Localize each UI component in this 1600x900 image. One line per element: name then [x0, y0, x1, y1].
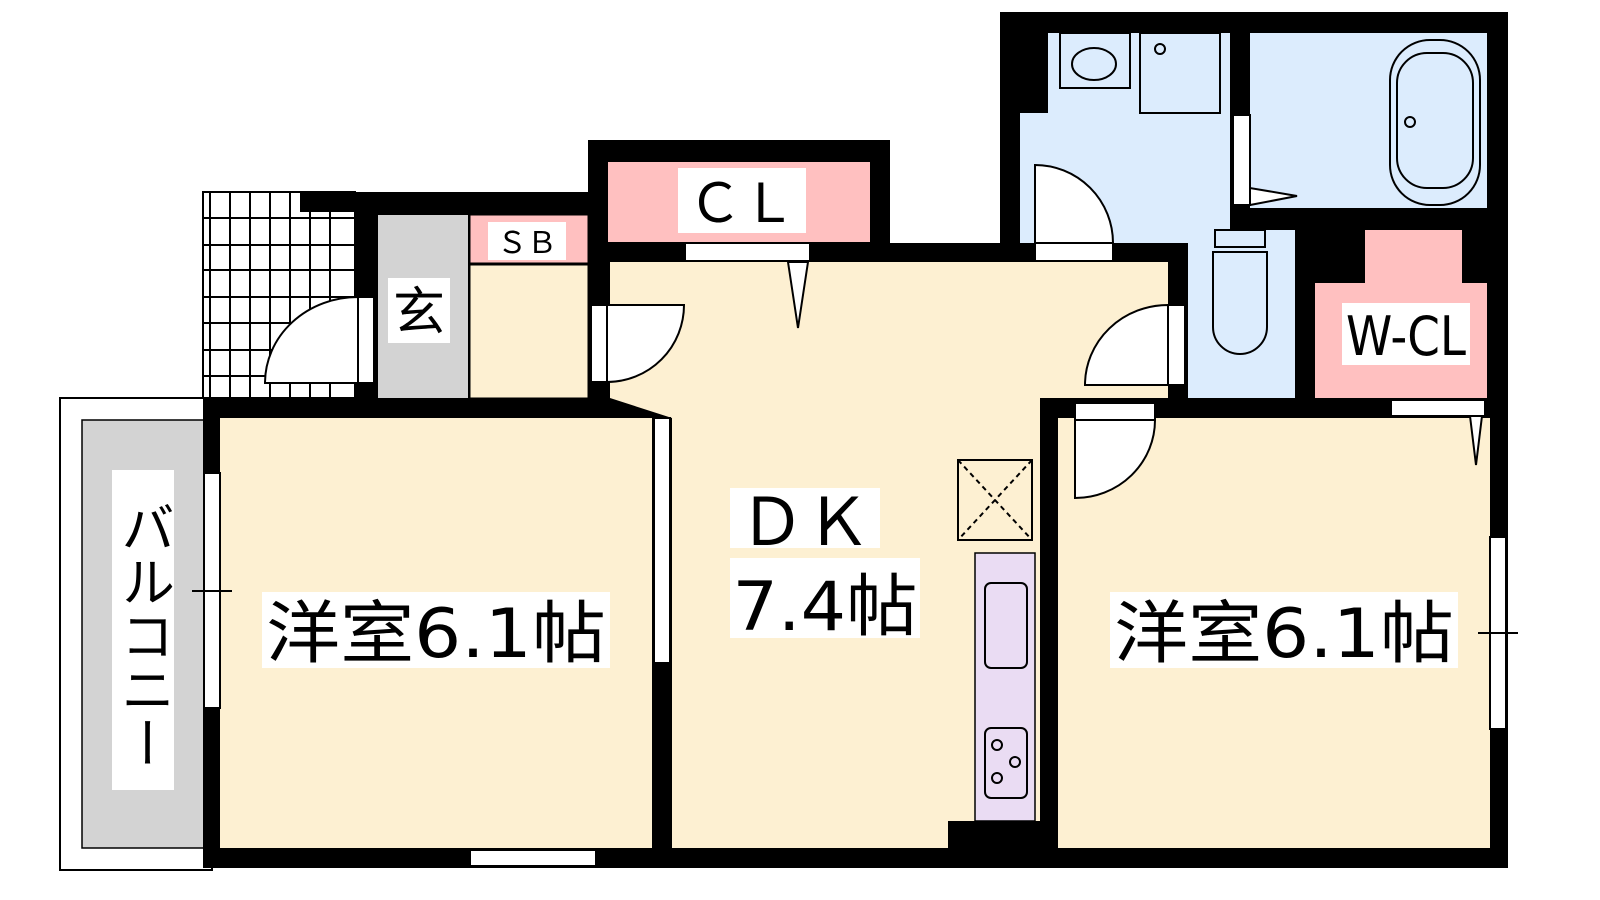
entrance-label: 玄 — [393, 283, 445, 343]
hall-door[interactable] — [606, 304, 686, 384]
dk-label: ＤＫ — [739, 484, 871, 561]
walk-in-closet-label: W-CL — [1346, 305, 1466, 368]
toilet-door[interactable] — [1083, 303, 1169, 386]
balcony-label: バルコニー — [112, 500, 175, 770]
wall-block — [948, 821, 1040, 848]
shoe-box-label: ＳＢ — [497, 226, 557, 261]
closet-door-marker — [786, 261, 810, 329]
closet-door[interactable] — [684, 242, 811, 262]
washing-machine-space — [1139, 32, 1221, 114]
washbasin-icon — [1059, 32, 1131, 89]
bedroom-right-door[interactable] — [1074, 419, 1157, 500]
dk-size-label: 7.4帖 — [733, 568, 918, 647]
washroom-door[interactable] — [1034, 163, 1115, 244]
western-room-right-label: 洋室6.1帖 — [1114, 595, 1454, 674]
toilet-floor — [1188, 230, 1295, 398]
entrance-door[interactable] — [263, 295, 359, 384]
bathtub-icon — [1389, 39, 1481, 206]
bath-door[interactable] — [1232, 114, 1251, 206]
refrigerator-space — [957, 459, 1033, 541]
window-left-room[interactable] — [653, 417, 671, 664]
sink-icon — [984, 582, 1028, 669]
toilet-icon — [1212, 229, 1268, 355]
stove-icon — [984, 727, 1028, 799]
closet-label: ＣＬ — [688, 172, 796, 235]
window-bottom[interactable] — [469, 849, 597, 867]
wcl-door[interactable] — [1390, 399, 1486, 417]
hall-floor — [469, 264, 589, 399]
western-room-left-label: 洋室6.1帖 — [266, 595, 606, 674]
bathroom-floor — [1250, 33, 1487, 208]
